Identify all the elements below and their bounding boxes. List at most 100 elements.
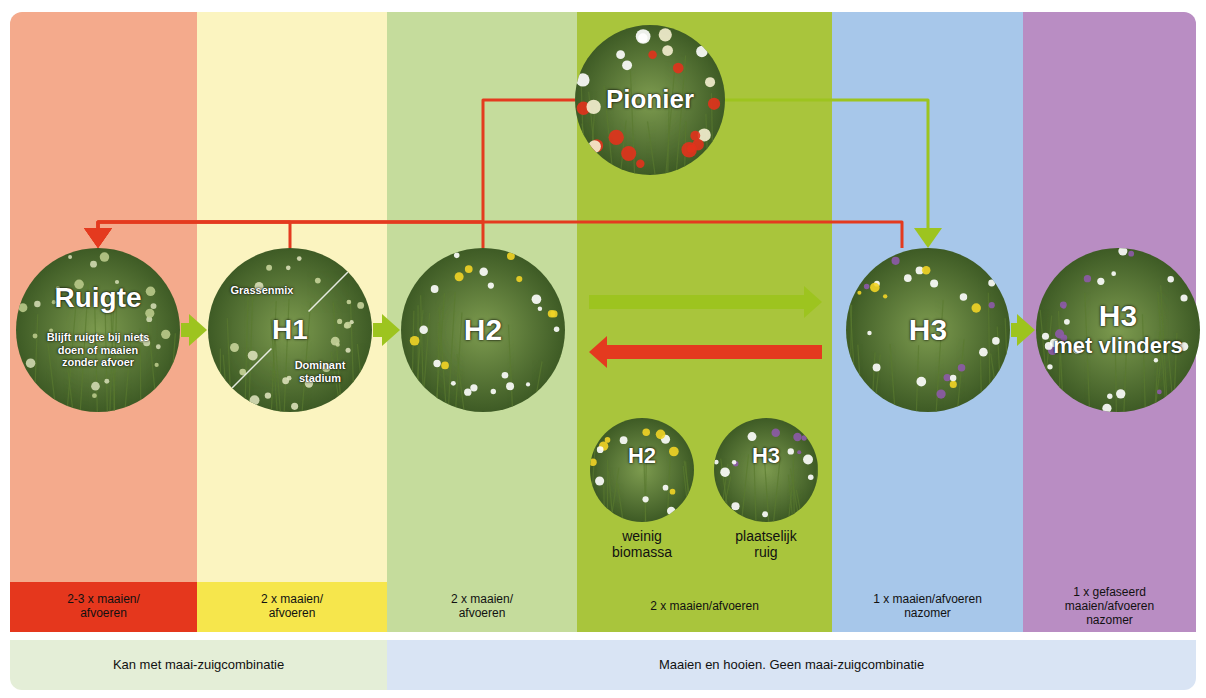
flower-dot — [864, 284, 870, 290]
grass-blade — [436, 293, 445, 412]
flower-dot — [1042, 333, 1049, 340]
photo-circle — [714, 418, 818, 522]
flower-dot — [605, 437, 611, 443]
stage-name: H3 — [888, 313, 968, 348]
flower-dot — [1062, 305, 1066, 309]
flower-dot — [433, 360, 440, 367]
flower-dot — [803, 454, 813, 464]
transition-arrow — [98, 222, 483, 248]
mowing-cell: 1 x maaien/afvoeren nazomer — [832, 582, 1023, 632]
flower-dot — [1116, 389, 1125, 398]
grass-blade — [1142, 314, 1145, 412]
flower-dot — [431, 285, 439, 293]
flower-dot — [904, 274, 912, 282]
flower-dot — [870, 283, 880, 293]
stage-name: Pionier — [590, 85, 710, 115]
flower-dot — [597, 446, 604, 453]
grass-blade — [582, 124, 590, 175]
grass-blade — [227, 318, 231, 412]
flower-dot — [554, 326, 560, 332]
flower-dot — [762, 511, 768, 517]
flower-dot — [297, 256, 302, 261]
circle-photo-ground — [16, 248, 180, 412]
flower-dot — [670, 489, 676, 495]
stage-name: H2 — [443, 313, 523, 348]
flower-dot — [636, 159, 644, 167]
sub-stage-circle: H3plaatselijk ruig — [714, 418, 818, 522]
grass-blade — [988, 293, 990, 412]
grass-blade — [533, 361, 542, 412]
flower-dot — [705, 77, 715, 87]
flower-dot — [1167, 276, 1173, 282]
flower-dot — [465, 265, 473, 273]
circle-photo-ground — [846, 248, 1010, 412]
grass-blade — [793, 456, 794, 522]
stage-name: Grassenmix — [222, 284, 302, 297]
flower-dot — [464, 388, 471, 395]
grass-blade — [676, 56, 685, 175]
flower-dot — [687, 145, 695, 153]
flower-dot — [1111, 271, 1116, 276]
transition-arrow — [181, 323, 189, 337]
flower-dot — [950, 381, 957, 388]
grass-blade — [457, 354, 464, 412]
grass-blade — [357, 344, 364, 412]
flower-dot — [971, 303, 980, 312]
flower-dot — [681, 142, 696, 157]
flower-dot — [1107, 394, 1112, 399]
flower-dot — [100, 252, 109, 261]
flower-dot — [1060, 301, 1067, 308]
grass-blade — [1058, 311, 1063, 412]
stage-name: H2 — [612, 443, 672, 468]
grass-blade — [872, 353, 875, 412]
flower-dot — [507, 252, 515, 260]
circle-photo-ground — [401, 248, 565, 412]
flower-dot — [337, 319, 342, 324]
flower-dot — [146, 286, 156, 296]
flower-dot — [266, 265, 272, 271]
flower-dot — [455, 272, 464, 281]
flower-dot — [155, 363, 159, 367]
grass-blade — [1124, 351, 1126, 412]
flower-dot — [659, 28, 672, 41]
flower-dot — [347, 300, 352, 305]
grass-blade — [607, 460, 608, 522]
flower-dot — [1064, 319, 1070, 325]
grass-blade — [709, 447, 714, 522]
flower-dot — [748, 432, 757, 441]
grass-blade — [448, 292, 455, 412]
flower-dot — [950, 375, 956, 381]
flower-dot — [491, 389, 496, 394]
grass-blade — [223, 355, 227, 412]
stage-note: H1 — [260, 314, 320, 346]
flower-dot — [550, 310, 557, 317]
photo-circle — [16, 248, 180, 412]
flower-dot — [526, 382, 530, 386]
grass-blade — [850, 305, 852, 412]
grass-blade — [648, 121, 656, 175]
stage-note: met vlinders — [1043, 333, 1193, 358]
stage-circle: Pionier — [575, 25, 725, 175]
transition-arrow — [589, 295, 804, 309]
flower-dot — [91, 382, 100, 391]
grass-blade — [858, 345, 862, 412]
flower-dot — [1097, 278, 1104, 285]
grass-blade — [796, 490, 802, 522]
flower-dot — [451, 381, 456, 386]
flower-dot — [609, 130, 624, 145]
circle-photo-ground — [1036, 248, 1200, 412]
method-bar: Maaien en hooien. Geen maai-zuigcombinat… — [387, 640, 1196, 690]
flower-dot — [714, 460, 719, 465]
flower-dot — [892, 257, 900, 265]
flower-dot — [696, 46, 708, 58]
flower-dot — [930, 280, 938, 288]
flower-dot — [616, 50, 625, 59]
stage-note: Dominant stadium — [287, 359, 353, 384]
flower-dot — [18, 303, 27, 312]
flower-dot — [33, 334, 38, 339]
flower-dot — [441, 362, 449, 370]
flower-dot — [989, 302, 995, 308]
flower-dot — [1180, 294, 1187, 301]
mowing-frequency: 2 x maaien/ afvoeren — [435, 593, 530, 621]
grass-blade — [586, 447, 595, 522]
